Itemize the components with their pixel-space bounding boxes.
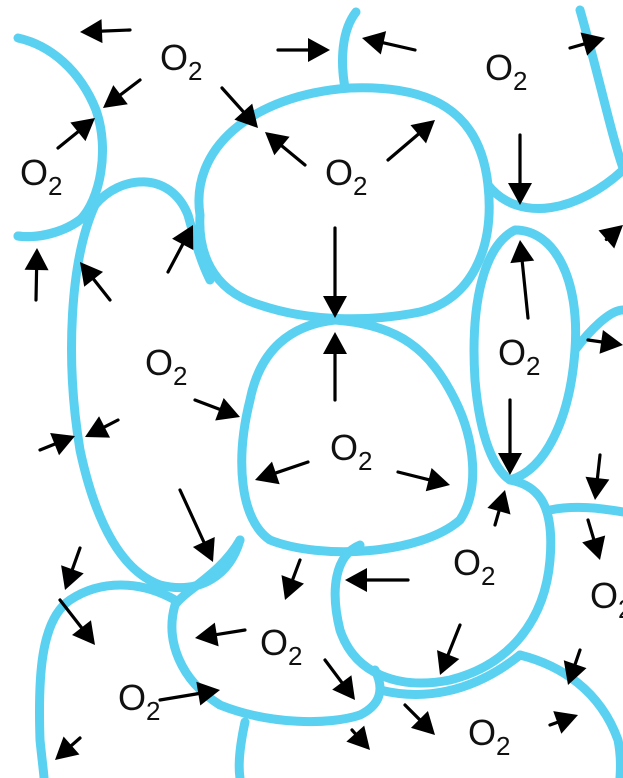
- cell-wall: [338, 7, 361, 93]
- diffusion-arrow: [323, 226, 347, 318]
- diffusion-arrow: [255, 460, 310, 485]
- cell-wall: [483, 165, 623, 213]
- oxygen-label: O2: [160, 37, 202, 86]
- oxygen-label: O2: [453, 542, 495, 591]
- diffusion-arrow: [487, 490, 511, 527]
- diffusion-arrow: [193, 397, 240, 421]
- diffusion-arrow: [166, 225, 194, 274]
- diffusion-arrow: [403, 703, 435, 735]
- cell-wall: [545, 502, 623, 517]
- diffusion-arrow: [437, 623, 462, 675]
- diffusion-arrow: [386, 120, 435, 162]
- cell-wall: [570, 305, 623, 355]
- oxygen-label: O2: [145, 342, 187, 391]
- oxygen-label: O2: [330, 427, 372, 476]
- oxygen-label: O2: [325, 152, 367, 201]
- diffusion-arrow: [281, 558, 304, 600]
- cell-wall: [515, 650, 623, 778]
- diffusion-arrow: [585, 453, 610, 500]
- oxygen-label: O2: [498, 332, 540, 381]
- diffusion-arrow: [61, 546, 84, 590]
- diffusion-arrow: [598, 225, 623, 249]
- diffusion-arrow: [178, 488, 215, 562]
- cell-wall: [575, 5, 623, 173]
- diffusion-arrow: [323, 332, 347, 402]
- diffusion-arrow: [510, 240, 535, 320]
- diffusion-arrow: [265, 132, 307, 167]
- diffusion-arrow: [38, 433, 75, 456]
- cell-walls: [13, 5, 623, 778]
- diffusion-arrow: [345, 568, 410, 592]
- diffusion-arrow: [55, 736, 82, 760]
- oxygen-label: O2: [485, 47, 527, 96]
- diffusion-arrow: [508, 133, 532, 205]
- diffusion-arrow: [220, 86, 258, 128]
- diffusion-arrow: [568, 32, 605, 56]
- diffusion-arrow: [56, 118, 95, 150]
- cell-wall: [237, 315, 478, 557]
- oxygen-labels: O2O2O2O2O2O2O2O2O2O2O2O2: [20, 37, 623, 761]
- oxygen-label: O2: [260, 622, 302, 671]
- diffusion-arrow: [80, 19, 132, 44]
- diffusion-arrow: [158, 681, 220, 706]
- diffusion-arrow: [582, 518, 606, 560]
- diffusion-arrow: [80, 262, 112, 302]
- diffusion-arrow: [85, 416, 120, 438]
- diffusion-arrow: [195, 622, 247, 647]
- cell-wall: [194, 83, 494, 324]
- oxygen-label: O2: [468, 712, 510, 761]
- diffusion-arrows: [24, 19, 623, 760]
- diffusion-arrow: [58, 598, 95, 645]
- cell-wall: [67, 200, 245, 593]
- cell-wall: [330, 475, 556, 688]
- cell-wall: [13, 177, 215, 285]
- diffusion-arrow: [586, 330, 623, 354]
- oxygen-label: O2: [118, 677, 160, 726]
- diffusion-arrow: [24, 248, 49, 302]
- diffusion-arrow: [103, 78, 142, 108]
- cell-wall: [167, 535, 385, 727]
- diffusion-arrow: [396, 468, 450, 492]
- oxygen-label: O2: [20, 152, 62, 201]
- diffusion-arrow: [346, 725, 370, 750]
- cell-wall: [375, 650, 525, 699]
- diffusion-arrow: [362, 31, 417, 55]
- diffusion-arrow: [498, 398, 522, 475]
- diffusion-arrow: [276, 38, 330, 62]
- diffusion-arrow: [323, 658, 355, 700]
- diffusion-arrow: [563, 648, 587, 685]
- oxygen-label: O2: [590, 575, 623, 624]
- diffusion-arrow: [548, 711, 578, 734]
- cell-wall: [234, 717, 250, 778]
- cell-wall: [34, 580, 180, 778]
